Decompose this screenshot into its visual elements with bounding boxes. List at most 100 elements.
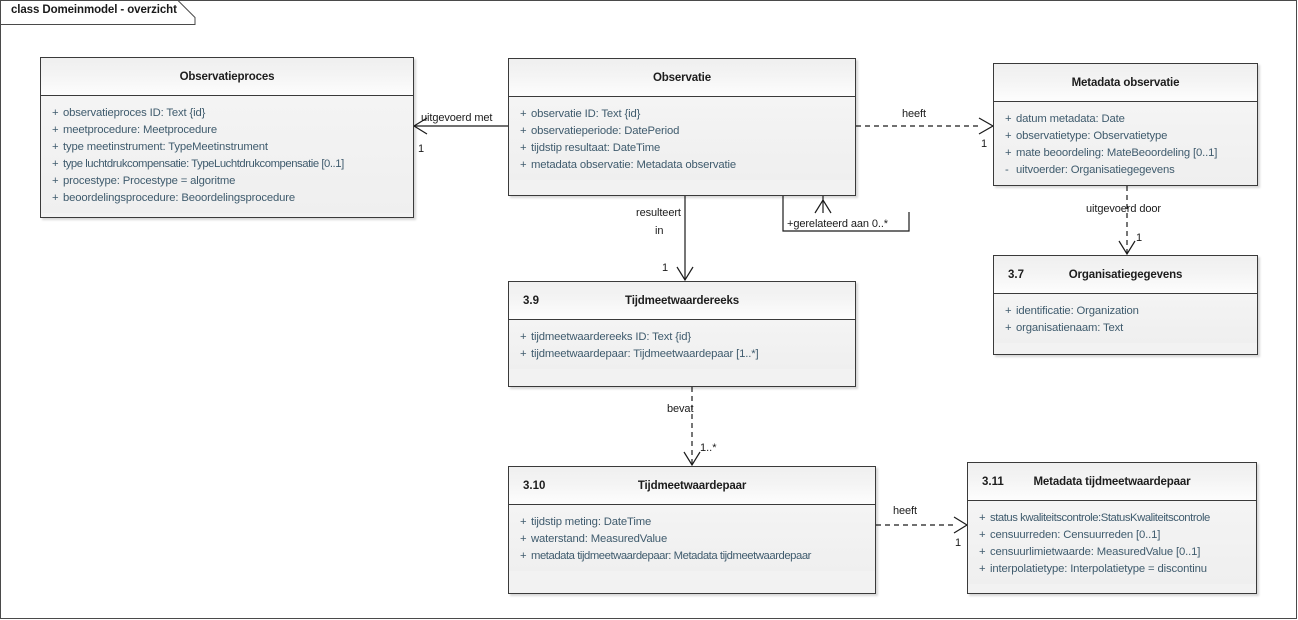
class-section-number-tijdmeetwaardereeks: 3.9: [523, 294, 539, 307]
attribute-signature: tijdstip meting: DateTime: [531, 516, 652, 528]
class-section-number-tijdmeetwaardepaar: 3.10: [523, 479, 546, 492]
class-box-metadata-observatie[interactable]: Metadata observatie + datum metadata: Da…: [993, 63, 1258, 186]
attribute-row: + type luchtdrukcompensatie: TypeLuchtdr…: [41, 156, 413, 173]
class-title-metadata-tijdmeetwaardepaar: Metadata tijdmeetwaardepaar: [1033, 475, 1191, 488]
attribute-row: + interpolatietype: Interpolatietype = d…: [968, 561, 1256, 578]
class-section-number-organisatiegegevens: 3.7: [1008, 268, 1024, 281]
attribute-row: + identificatie: Organization: [994, 303, 1257, 320]
attribute-row: + metadata tijdmeetwaardepaar: Metadata …: [509, 548, 875, 565]
multiplicity-uitgevoerd-door: 1: [1136, 232, 1143, 244]
class-header-metadata-tijdmeetwaardepaar: 3.11 Metadata tijdmeetwaardepaar: [968, 463, 1256, 501]
class-box-observatieproces[interactable]: Observatieproces + observatieproces ID: …: [40, 57, 414, 218]
multiplicity-heeft-metadata-observatie: 1: [981, 138, 988, 150]
class-attributes-metadata-observatie: + datum metadata: Date + observatietype:…: [994, 102, 1257, 185]
attribute-row: + metadata observatie: Metadata observat…: [509, 157, 855, 174]
class-header-tijdmeetwaardereeks: 3.9 Tijdmeetwaardereeks: [509, 282, 855, 320]
class-title-tijdmeetwaardepaar: Tijdmeetwaardepaar: [637, 479, 747, 492]
class-box-tijdmeetwaardepaar[interactable]: 3.10 Tijdmeetwaardepaar + tijdstip metin…: [508, 466, 876, 594]
attribute-row: + observatietype: Observatietype: [994, 128, 1257, 145]
attribute-signature: metadata tijdmeetwaardepaar: Metadata ti…: [531, 550, 811, 562]
attribute-visibility: +: [979, 546, 986, 558]
connector-label-uitgevoerd-door: uitgevoerd door: [1086, 203, 1161, 215]
class-header-observatieproces: Observatieproces: [41, 58, 413, 96]
attribute-signature: tijdmeetwaardepaar: Tijdmeetwaardepaar […: [531, 348, 759, 360]
attribute-signature: censuurreden: Censuurreden [0..1]: [990, 529, 1161, 541]
multiplicity-uitgevoerd-met: 1: [418, 143, 425, 155]
attribute-row: + tijdstip resultaat: DateTime: [509, 140, 855, 157]
attribute-signature: beoordelingsprocedure: Beoordelingsproce…: [63, 192, 296, 204]
attribute-signature: type meetinstrument: TypeMeetinstrument: [63, 141, 268, 153]
attribute-signature: datum metadata: Date: [1016, 113, 1125, 125]
class-title-observatieproces: Observatieproces: [179, 70, 275, 83]
class-header-tijdmeetwaardepaar: 3.10 Tijdmeetwaardepaar: [509, 467, 875, 505]
attribute-row: + censuurlimietwaarde: MeasuredValue [0.…: [968, 544, 1256, 561]
attribute-visibility: +: [1005, 305, 1012, 317]
attribute-signature: observatie ID: Text {id}: [531, 108, 641, 120]
attribute-visibility: +: [1005, 147, 1012, 159]
connector-heeft-metadata-observatie: [856, 117, 995, 135]
attribute-signature: tijdstip resultaat: DateTime: [531, 142, 661, 154]
attribute-visibility: +: [520, 516, 527, 528]
attribute-signature: tijdmeetwaardereeks ID: Text {id}: [531, 331, 691, 343]
attribute-row: - uitvoerder: Organisatiegegevens: [994, 162, 1257, 179]
attribute-visibility: +: [520, 108, 527, 120]
attribute-signature: identificatie: Organization: [1016, 305, 1139, 317]
connector-bevat: [683, 387, 701, 467]
connector-label-heeft-metadata-observatie: heeft: [902, 108, 926, 120]
attribute-visibility: +: [1005, 322, 1012, 334]
connector-label-uitgevoerd-met: uitgevoerd met: [421, 112, 493, 124]
attribute-signature: procestype: Procestype = algoritme: [63, 175, 236, 187]
attribute-visibility: +: [520, 125, 527, 137]
attribute-signature: uitvoerder: Organisatiegegevens: [1016, 164, 1175, 176]
attribute-row: + observatieproces ID: Text {id}: [41, 105, 413, 122]
connector-uitgevoerd-door: [1118, 186, 1136, 256]
connector-label-resulteert-in-line2: in: [655, 225, 664, 237]
connector-label-bevat: bevat: [667, 403, 694, 415]
class-header-organisatiegegevens: 3.7 Organisatiegegevens: [994, 256, 1257, 294]
attribute-row: + beoordelingsprocedure: Beoordelingspro…: [41, 190, 413, 207]
attribute-signature: meetprocedure: Meetprocedure: [63, 124, 218, 136]
attribute-visibility: +: [520, 331, 527, 343]
attribute-row: + meetprocedure: Meetprocedure: [41, 122, 413, 139]
class-title-metadata-observatie: Metadata observatie: [1071, 76, 1180, 89]
attribute-row: + organisatienaam: Text: [994, 320, 1257, 337]
attribute-visibility: +: [520, 550, 527, 562]
attribute-visibility: +: [979, 512, 986, 524]
class-attributes-metadata-tijdmeetwaardepaar: + status kwaliteitscontrole:StatusKwalit…: [968, 501, 1256, 584]
class-section-number-metadata-tijdmeetwaardepaar: 3.11: [982, 475, 1004, 488]
attribute-visibility: +: [52, 175, 59, 187]
class-title-tijdmeetwaardereeks: Tijdmeetwaardereeks: [625, 294, 739, 307]
attribute-row: + tijdstip meting: DateTime: [509, 514, 875, 531]
attribute-signature: interpolatietype: Interpolatietype = dis…: [990, 563, 1207, 575]
attribute-signature: censuurlimietwaarde: MeasuredValue [0..1…: [990, 546, 1201, 558]
attribute-signature: metadata observatie: Metadata observatie: [531, 159, 737, 171]
attribute-visibility: +: [979, 563, 986, 575]
class-attributes-observatieproces: + observatieproces ID: Text {id} + meetp…: [41, 96, 413, 213]
attribute-visibility: +: [52, 158, 59, 170]
attribute-visibility: +: [52, 124, 59, 136]
class-attributes-organisatiegegevens: + identificatie: Organization + organisa…: [994, 294, 1257, 343]
class-box-observatie[interactable]: Observatie + observatie ID: Text {id} + …: [508, 58, 856, 196]
multiplicity-bevat: 1..*: [700, 442, 717, 454]
attribute-visibility: +: [52, 192, 59, 204]
attribute-row: + observatieperiode: DatePeriod: [509, 123, 855, 140]
attribute-visibility: +: [1005, 113, 1012, 125]
attribute-signature: type luchtdrukcompensatie: TypeLuchtdruk…: [63, 158, 344, 170]
attribute-visibility: +: [520, 348, 527, 360]
class-attributes-tijdmeetwaardereeks: + tijdmeetwaardereeks ID: Text {id} + ti…: [509, 320, 855, 369]
class-box-metadata-tijdmeetwaardepaar[interactable]: 3.11 Metadata tijdmeetwaardepaar + statu…: [967, 462, 1257, 594]
connector-label-resulteert-in-line1: resulteert: [636, 207, 681, 219]
class-attributes-tijdmeetwaardepaar: + tijdstip meting: DateTime + waterstand…: [509, 505, 875, 571]
attribute-row: + censuurreden: Censuurreden [0..1]: [968, 527, 1256, 544]
multiplicity-heeft-metadata-tijdmeetwaardepaar: 1: [955, 537, 962, 549]
class-title-organisatiegegevens: Organisatiegegevens: [1068, 268, 1183, 281]
class-box-organisatiegegevens[interactable]: 3.7 Organisatiegegevens + identificatie:…: [993, 255, 1258, 355]
connector-label-heeft-metadata-tijdmeetwaardepaar: heeft: [893, 505, 917, 517]
class-box-tijdmeetwaardereeks[interactable]: 3.9 Tijdmeetwaardereeks + tijdmeetwaarde…: [508, 281, 856, 387]
attribute-row: + status kwaliteitscontrole:StatusKwalit…: [968, 510, 1256, 527]
attribute-row: + procestype: Procestype = algoritme: [41, 173, 413, 190]
attribute-visibility: +: [520, 159, 527, 171]
attribute-visibility: +: [52, 107, 59, 119]
connector-label-gerelateerd-aan: +gerelateerd aan 0..*: [787, 218, 888, 230]
